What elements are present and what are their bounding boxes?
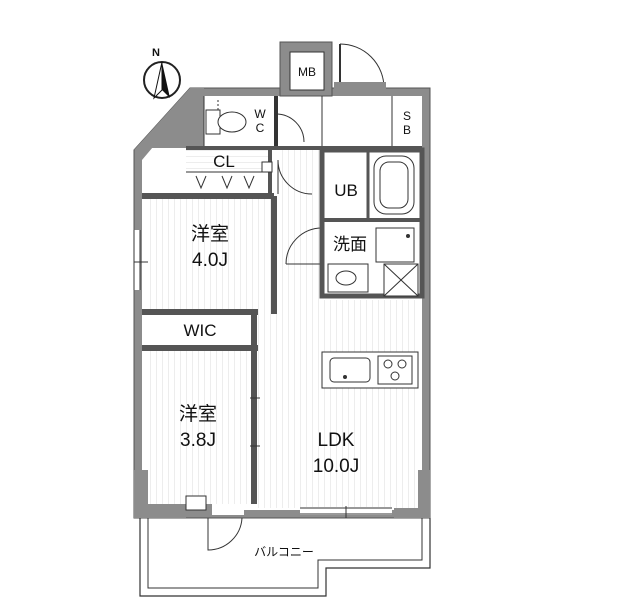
bedroom1-size: 4.0J xyxy=(192,250,228,271)
ldk-name: LDK xyxy=(318,430,355,451)
column-top-left xyxy=(134,88,204,150)
closet-floor xyxy=(186,150,270,172)
toilet-bowl xyxy=(217,111,247,133)
closet-bifold-doors xyxy=(195,175,255,190)
bedroom1-floor xyxy=(148,196,272,310)
mb-box xyxy=(289,51,325,91)
ub-label: UB xyxy=(334,181,358,200)
washroom-door xyxy=(285,227,323,265)
mb-label: MB xyxy=(298,65,316,79)
sb-label-s: S xyxy=(403,109,411,123)
bedroom1-name: 洋室 xyxy=(191,223,229,245)
balcony-door xyxy=(207,517,243,551)
kitchen-stove xyxy=(377,355,413,385)
north-compass: N xyxy=(143,47,181,100)
bedroom2-name: 洋室 xyxy=(179,403,217,425)
ldk-size: 10.0J xyxy=(313,456,359,477)
wc-label-c: C xyxy=(256,121,265,135)
kitchen-sink xyxy=(329,357,371,383)
wc-door xyxy=(275,113,305,143)
mb-door xyxy=(339,43,385,89)
balcony-label: バルコニー xyxy=(254,545,314,559)
sb-label-b: B xyxy=(403,123,411,137)
bedroom1-door xyxy=(277,159,313,195)
ldk-floor xyxy=(258,300,418,508)
closet-label: CL xyxy=(213,152,235,171)
wic-label: WIC xyxy=(183,321,216,340)
bedroom2-floor xyxy=(148,350,248,504)
wc-label-w: W xyxy=(254,107,266,121)
bedroom2-size: 3.8J xyxy=(180,430,216,451)
balcony-outline xyxy=(139,518,431,597)
washing-machine-pan xyxy=(375,227,415,263)
hall-floor xyxy=(278,150,322,310)
north-label: N xyxy=(152,47,160,59)
wet-area-wall xyxy=(319,147,425,299)
washroom-label: 洗面 xyxy=(333,235,367,254)
